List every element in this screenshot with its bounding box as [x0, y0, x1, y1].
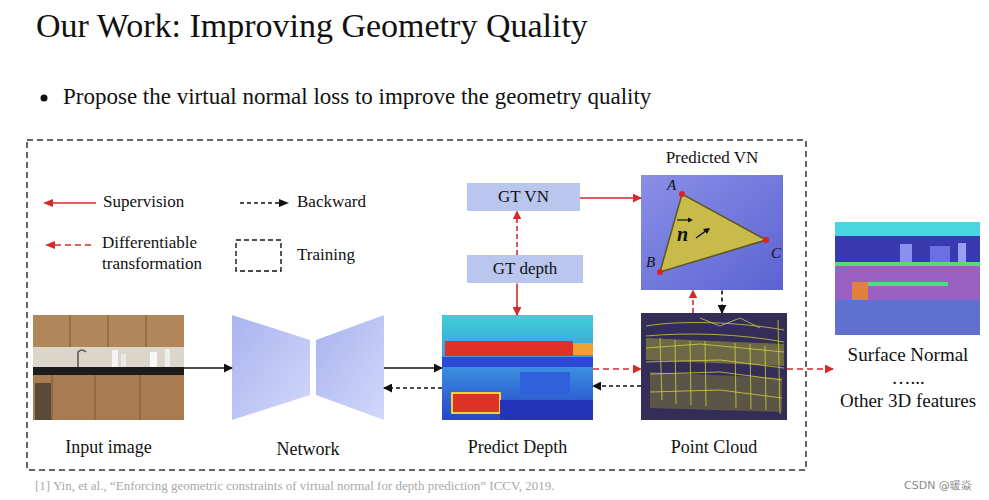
vertex-label: A — [667, 176, 676, 194]
training-region — [27, 140, 806, 470]
flow-connector — [593, 368, 641, 370]
virtual-normal-figure — [641, 175, 783, 290]
flow-connector — [184, 367, 232, 369]
figure-panel: Network — [232, 315, 384, 461]
figure-panel: Point Cloud — [641, 313, 787, 459]
flow-connector — [692, 290, 694, 313]
watermark: CSDN @暖焱 — [904, 479, 972, 492]
legend-text-wrap: Backward — [297, 192, 366, 212]
figure-panel: Predicted VN — [641, 148, 783, 290]
slide-title: Our Work: Improving Geometry Quality — [36, 6, 588, 47]
flow-connector — [580, 197, 641, 199]
normal-symbol-wrap: n — [677, 222, 688, 246]
vertex-label-wrap: C — [771, 244, 781, 262]
flow-connector — [516, 211, 518, 255]
point-cloud — [641, 313, 787, 420]
node-text: Predicted VN — [666, 148, 759, 168]
vertex-label-wrap: B — [646, 253, 655, 271]
figure-panel: Predict Depth — [442, 315, 593, 459]
flow-connector — [384, 387, 442, 389]
node-text: Point Cloud — [671, 437, 758, 459]
bullet-text-wrap: Propose the virtual normal loss to impro… — [63, 83, 651, 111]
flow-connector — [721, 290, 723, 313]
vertex-label-wrap: A — [667, 176, 676, 194]
node-text: Network — [277, 439, 340, 461]
citation-note-wrap: [1] Yin, et al., “Enforcing geometric co… — [35, 478, 555, 494]
legend-text: Supervision — [103, 192, 184, 212]
bullet-dot — [41, 95, 48, 102]
flow-connector — [516, 283, 518, 315]
kitchen-photo — [33, 315, 184, 420]
vertex-label: B — [646, 253, 655, 271]
legend-text: Training — [297, 245, 355, 265]
slide-title-wrap: Our Work: Improving Geometry Quality — [36, 6, 588, 47]
legend-text-wrap: Supervision — [103, 192, 184, 212]
citation-note: [1] Yin, et al., “Enforcing geometric co… — [35, 478, 555, 494]
legend-text: Backward — [297, 192, 366, 212]
figure-panel: Input image — [33, 315, 184, 459]
node-text: …... — [891, 367, 924, 390]
node-text: GT depth — [493, 259, 557, 279]
vertex-label: C — [771, 244, 781, 262]
figure-panel: Surface Normal…...Other 3D features — [833, 222, 983, 413]
gt-box: GT depth — [467, 255, 583, 283]
watermark-wrap: CSDN @暖焱 — [904, 479, 972, 492]
bullet-text: Propose the virtual normal loss to impro… — [63, 83, 651, 111]
node-text: GT VN — [498, 187, 549, 207]
legend-text: Differentiable transformation — [102, 232, 224, 275]
flow-connector — [787, 368, 833, 370]
node-text: Predict Depth — [468, 437, 567, 459]
legend-text-wrap: Training — [297, 245, 355, 265]
encoder-decoder — [232, 315, 384, 420]
gt-box: GT VN — [467, 183, 580, 211]
node-text: Input image — [65, 437, 151, 459]
flow-connector — [384, 367, 442, 369]
surface-normal-map — [835, 222, 980, 335]
normal-symbol: n — [677, 222, 688, 246]
flow-connector — [593, 385, 641, 387]
node-text: Surface Normal — [848, 344, 969, 367]
depth-map — [442, 315, 593, 420]
node-text: Other 3D features — [840, 390, 976, 413]
legend-text-wrap: Differentiable transformation — [102, 232, 224, 275]
